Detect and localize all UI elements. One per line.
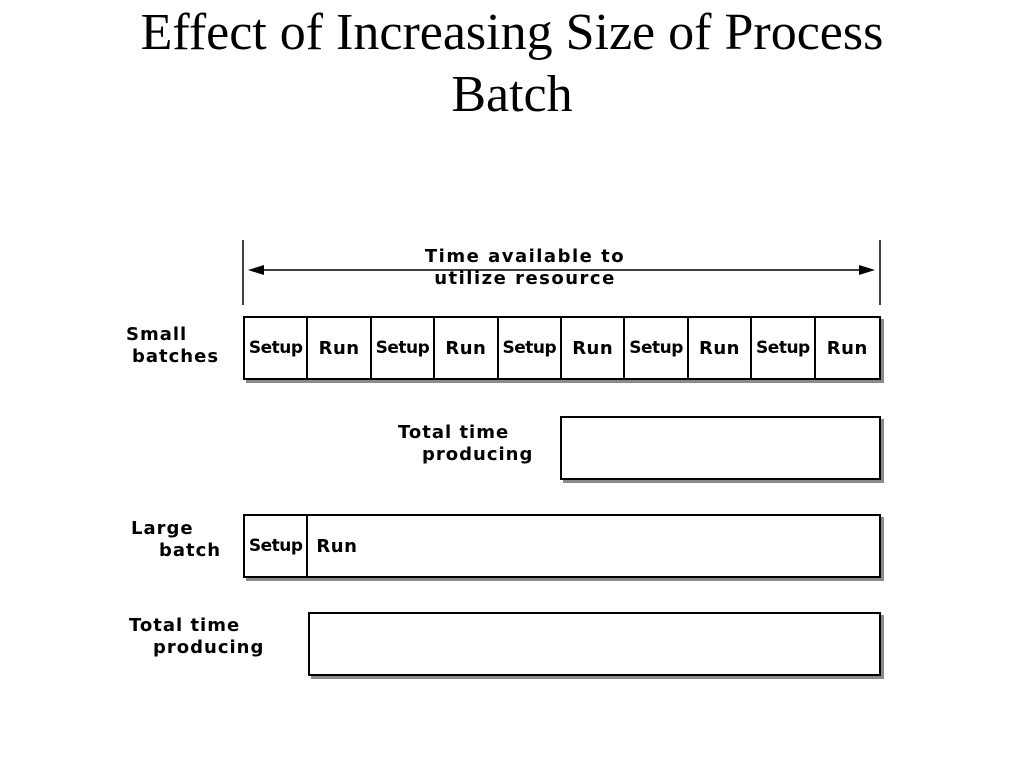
arrow-head-left <box>248 265 264 275</box>
large-batch-bar: Setup Run <box>243 514 881 578</box>
small-total-time-bar <box>560 416 881 480</box>
small-batch-segment-setup: Setup <box>245 318 309 378</box>
small-batches-label: Small batches <box>126 324 220 367</box>
time-available-label: Time available to utilize resource <box>424 246 626 289</box>
large-batch-label: Large batch <box>131 518 222 561</box>
small-batch-segment-run: Run <box>562 318 626 378</box>
page-title: Effect of Increasing Size of Process Bat… <box>0 2 1024 126</box>
large-total-time-label: Total time producing <box>129 615 265 658</box>
small-batch-segment-run: Run <box>689 318 753 378</box>
title-line-2: Batch <box>451 66 573 123</box>
title-line-1: Effect of Increasing Size of Process <box>140 4 884 61</box>
small-batch-segment-setup: Setup <box>499 318 562 378</box>
large-batch-segment-setup: Setup <box>245 516 309 576</box>
small-batch-segment-run: Run <box>308 318 372 378</box>
small-batch-segment-run: Run <box>435 318 499 378</box>
arrow-head-right <box>859 265 875 275</box>
small-batch-segment-setup: Setup <box>625 318 689 378</box>
large-batch-segment-run: Run <box>316 535 358 557</box>
large-total-time-bar <box>308 612 881 676</box>
small-batch-segment-run: Run <box>826 337 868 359</box>
small-total-time-label: Total time producing <box>398 422 534 465</box>
small-batch-segment-setup: Setup <box>372 318 436 378</box>
small-batch-segment-setup: Setup <box>752 318 816 378</box>
